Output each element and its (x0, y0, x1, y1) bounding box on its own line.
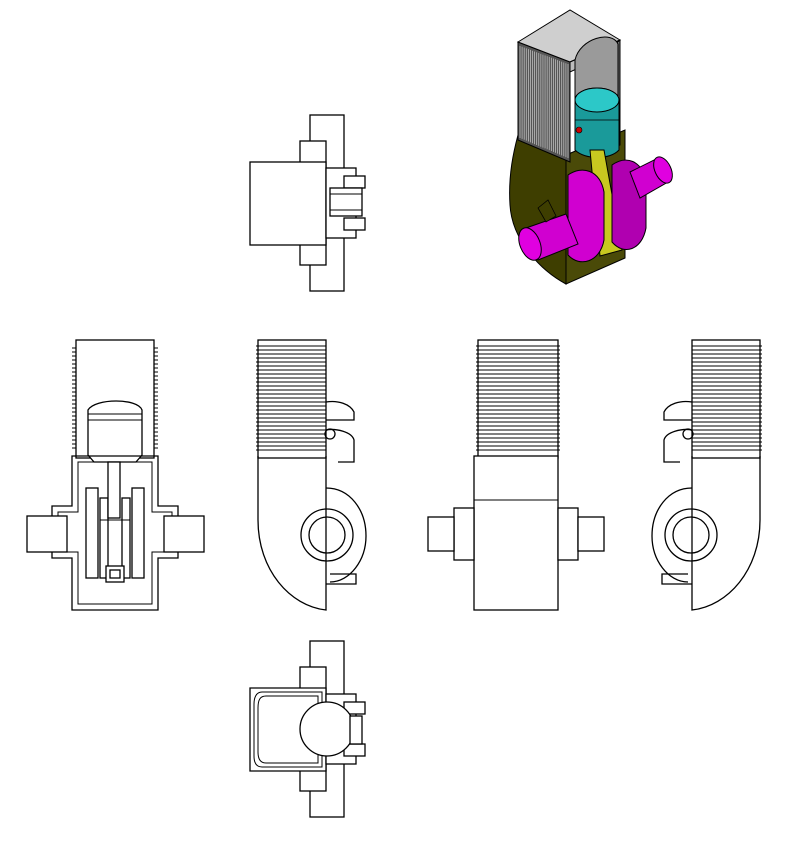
cylinder-rect (249, 161, 327, 246)
front-view (427, 339, 605, 611)
isometric-view (509, 9, 673, 285)
bottom-view (249, 640, 366, 818)
section-view (26, 339, 205, 611)
shaft-core (329, 187, 363, 217)
shaft-tab-top (343, 175, 366, 189)
right-side-view (651, 339, 762, 611)
top-view (249, 114, 366, 292)
left-side-view (256, 339, 367, 611)
shaft-tab-bottom (343, 217, 366, 231)
